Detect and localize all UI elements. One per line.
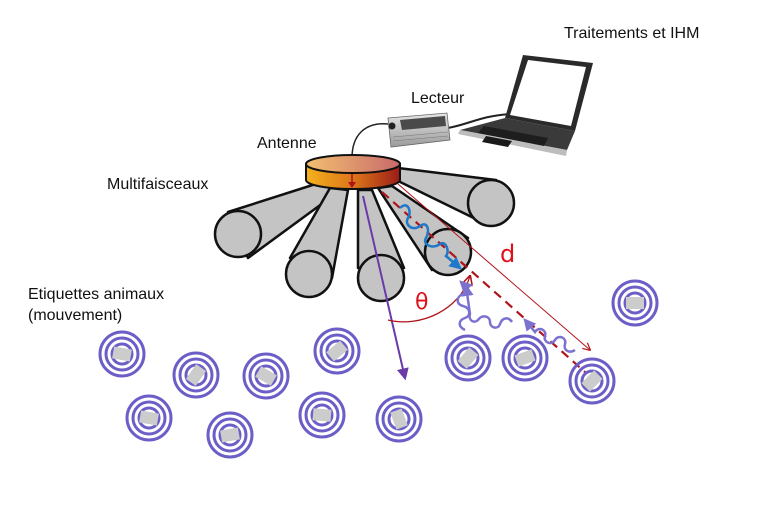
reader-device-icon <box>387 112 451 148</box>
label-processing: Traitements et IHM <box>564 25 700 42</box>
label-multibeam: Multifaisceaux <box>107 176 209 193</box>
antenna-icon <box>305 154 401 190</box>
antenna-reader-cable <box>351 123 389 159</box>
tag <box>206 411 254 459</box>
label-tags-line2: (mouvement) <box>28 307 123 324</box>
label-tags-line1: Etiquettes animaux <box>28 286 165 303</box>
beam-2 <box>284 186 350 299</box>
label-antenna: Antenne <box>257 135 317 152</box>
return-signal-wave-3 <box>523 318 576 353</box>
beam-5 <box>390 166 516 228</box>
emitted-signal-wave <box>399 204 462 270</box>
tag <box>313 327 361 375</box>
tag <box>611 279 659 327</box>
tag <box>501 334 549 382</box>
beams <box>213 166 516 303</box>
label-reader: Lecteur <box>411 90 465 107</box>
reader-laptop-cable <box>447 113 511 129</box>
tag <box>98 330 146 378</box>
tag <box>444 334 492 382</box>
tag <box>242 352 290 400</box>
tag <box>375 395 423 443</box>
distance-arrow <box>397 183 590 350</box>
laptop-icon <box>458 55 593 156</box>
tag <box>172 351 220 399</box>
return-signal-wave-2 <box>461 283 514 329</box>
tags <box>98 279 659 459</box>
angle-symbol: θ <box>415 290 429 315</box>
tag <box>568 357 616 405</box>
distance-symbol: d <box>500 240 516 268</box>
tag <box>298 391 346 439</box>
tag <box>125 394 173 442</box>
motion-direction-arrow <box>362 195 409 381</box>
